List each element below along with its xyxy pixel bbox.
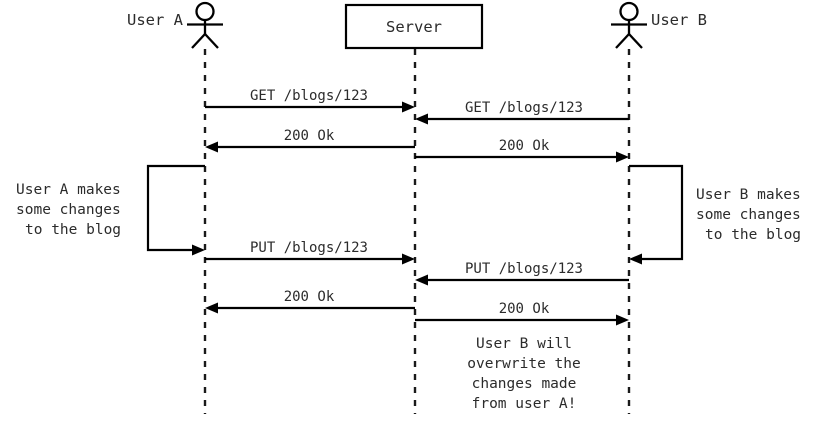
arrow-head-right	[616, 151, 629, 163]
self-activity-user-b[interactable]: User B makes some changes to the blog	[629, 164, 801, 265]
participant-user-b[interactable]: User B	[611, 1, 707, 49]
message-label: GET /blogs/123	[250, 88, 368, 104]
arrow-head-right	[192, 244, 205, 256]
note-user-b-changes: User B makes some changes to the blog	[696, 187, 801, 243]
arrow-head-right	[616, 314, 629, 326]
participant-label-user-a: User A	[127, 11, 184, 29]
message-put-response-b[interactable]: 200 Ok	[415, 301, 629, 326]
message-put-response-a[interactable]: 200 Ok	[205, 289, 415, 314]
participant-server[interactable]: Server	[344, 3, 484, 50]
annotation-overwrite-warning: User B will overwrite the changes made f…	[467, 336, 581, 412]
note-line: to the blog	[25, 222, 121, 238]
warning-line: from user A!	[472, 396, 577, 412]
arrow-head-right	[402, 253, 415, 265]
message-get-request-b[interactable]: GET /blogs/123	[415, 100, 629, 125]
message-label: GET /blogs/123	[465, 100, 583, 116]
message-label: 200 Ok	[284, 289, 335, 305]
arrow-head-left	[629, 253, 642, 265]
message-label: 200 Ok	[284, 128, 335, 144]
message-get-response-a[interactable]: 200 Ok	[205, 128, 415, 153]
message-get-response-b[interactable]: 200 Ok	[415, 138, 629, 163]
note-line: User B makes	[696, 187, 801, 203]
self-activity-user-a[interactable]: User A makes some changes to the blog	[16, 164, 205, 256]
arrow-head-right	[402, 101, 415, 113]
participant-user-a[interactable]: User A	[127, 1, 223, 49]
participant-label-user-b: User B	[651, 11, 707, 29]
note-line: User A makes	[16, 182, 121, 198]
message-label: PUT /blogs/123	[465, 261, 583, 277]
note-user-a-changes: User A makes some changes to the blog	[16, 182, 121, 238]
message-put-request-a[interactable]: PUT /blogs/123	[205, 240, 415, 265]
warning-line: overwrite the	[467, 356, 581, 372]
message-label: PUT /blogs/123	[250, 240, 368, 256]
arrow-head-left	[415, 113, 428, 125]
message-label: 200 Ok	[499, 301, 550, 317]
note-line: some changes	[16, 202, 121, 218]
actor-icon-user-a	[187, 1, 223, 49]
warning-line: changes made	[472, 376, 577, 392]
message-label: 200 Ok	[499, 138, 550, 154]
warning-line: User B will	[476, 336, 572, 352]
self-loop-path	[629, 164, 684, 261]
participant-label-server: Server	[386, 18, 442, 36]
message-put-request-b[interactable]: PUT /blogs/123	[415, 261, 629, 286]
arrow-head-left	[415, 274, 428, 286]
arrow-head-left	[205, 302, 218, 314]
actor-icon-user-b	[611, 1, 647, 49]
server-box	[344, 3, 484, 50]
message-get-request-a[interactable]: GET /blogs/123	[205, 88, 415, 113]
self-loop-path	[146, 164, 205, 252]
note-line: to the blog	[705, 227, 801, 243]
note-line: some changes	[696, 207, 801, 223]
arrow-head-left	[205, 141, 218, 153]
lifelines	[203, 49, 631, 414]
